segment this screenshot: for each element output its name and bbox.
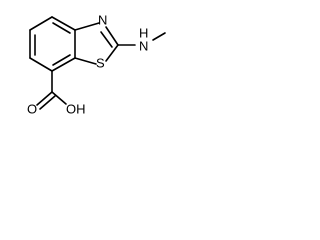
- bond-ccarboxyl-o-double-a: [36, 91, 53, 106]
- ring-sulfur-label: S: [96, 55, 105, 70]
- amine-nitrogen-label: N: [139, 38, 148, 53]
- amine-hydrogen-label: H: [139, 25, 148, 40]
- bond-nh-methyl: [152, 32, 166, 41]
- bond-s-c4: [74, 57, 97, 65]
- bond-ccarboxyl-o-double-b: [39, 95, 56, 110]
- carbonyl-oxygen-label: O: [27, 101, 37, 116]
- bond-c2-c3: [51, 16, 76, 31]
- structure-canvas: N S H N O OH: [0, 0, 177, 122]
- methylamino-group: [117, 32, 166, 46]
- bond-c3-n: [74, 22, 100, 31]
- double-bond-n-c2-inner: [100, 31, 113, 48]
- ring-nitrogen-label: N: [98, 12, 107, 27]
- double-bond-inner-bottom: [52, 54, 71, 66]
- hydroxyl-label: OH: [66, 101, 86, 116]
- bond-c2-s: [105, 44, 119, 62]
- carboxylic-acid-group: [36, 70, 67, 110]
- bond-c5-c6: [29, 57, 53, 72]
- bond-n-c2: [105, 26, 119, 46]
- thiazole-ring: [74, 22, 119, 65]
- benzene-ring: [29, 16, 76, 72]
- double-bond-inner-top: [52, 22, 71, 34]
- molecule-diagram: N S H N O OH: [27, 12, 166, 116]
- bond-ccarboxyl-oh: [51, 91, 67, 105]
- bond-c4-c5: [51, 57, 76, 72]
- bond-c1-c2: [29, 16, 53, 31]
